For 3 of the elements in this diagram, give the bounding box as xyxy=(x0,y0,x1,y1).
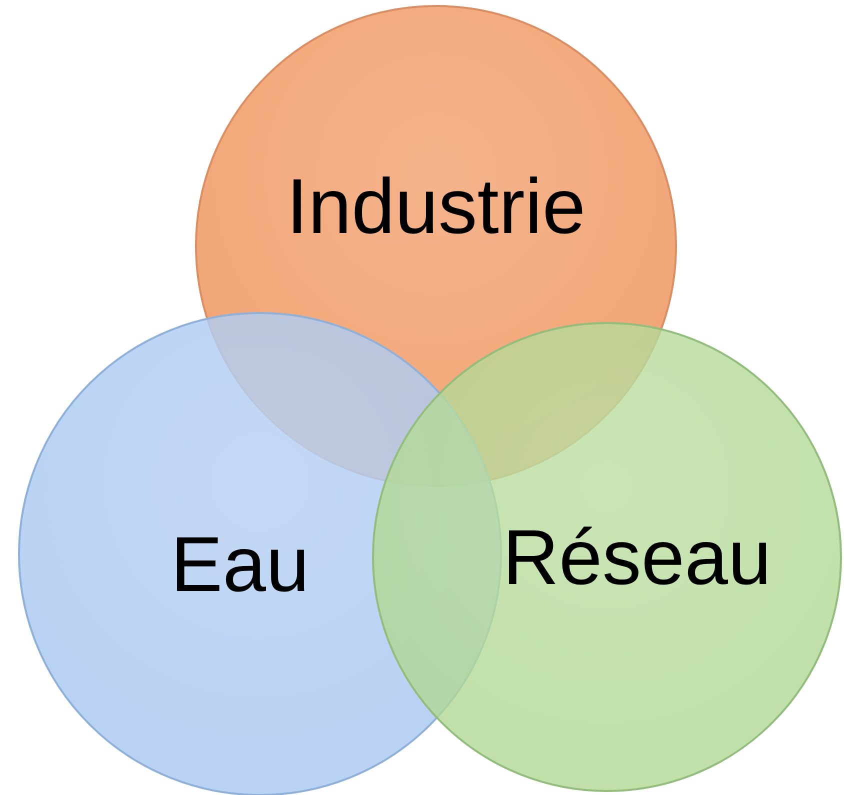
circle-label: Industrie xyxy=(286,167,586,245)
circle-label: Eau xyxy=(170,525,310,603)
circle-label: Réseau xyxy=(502,518,772,596)
